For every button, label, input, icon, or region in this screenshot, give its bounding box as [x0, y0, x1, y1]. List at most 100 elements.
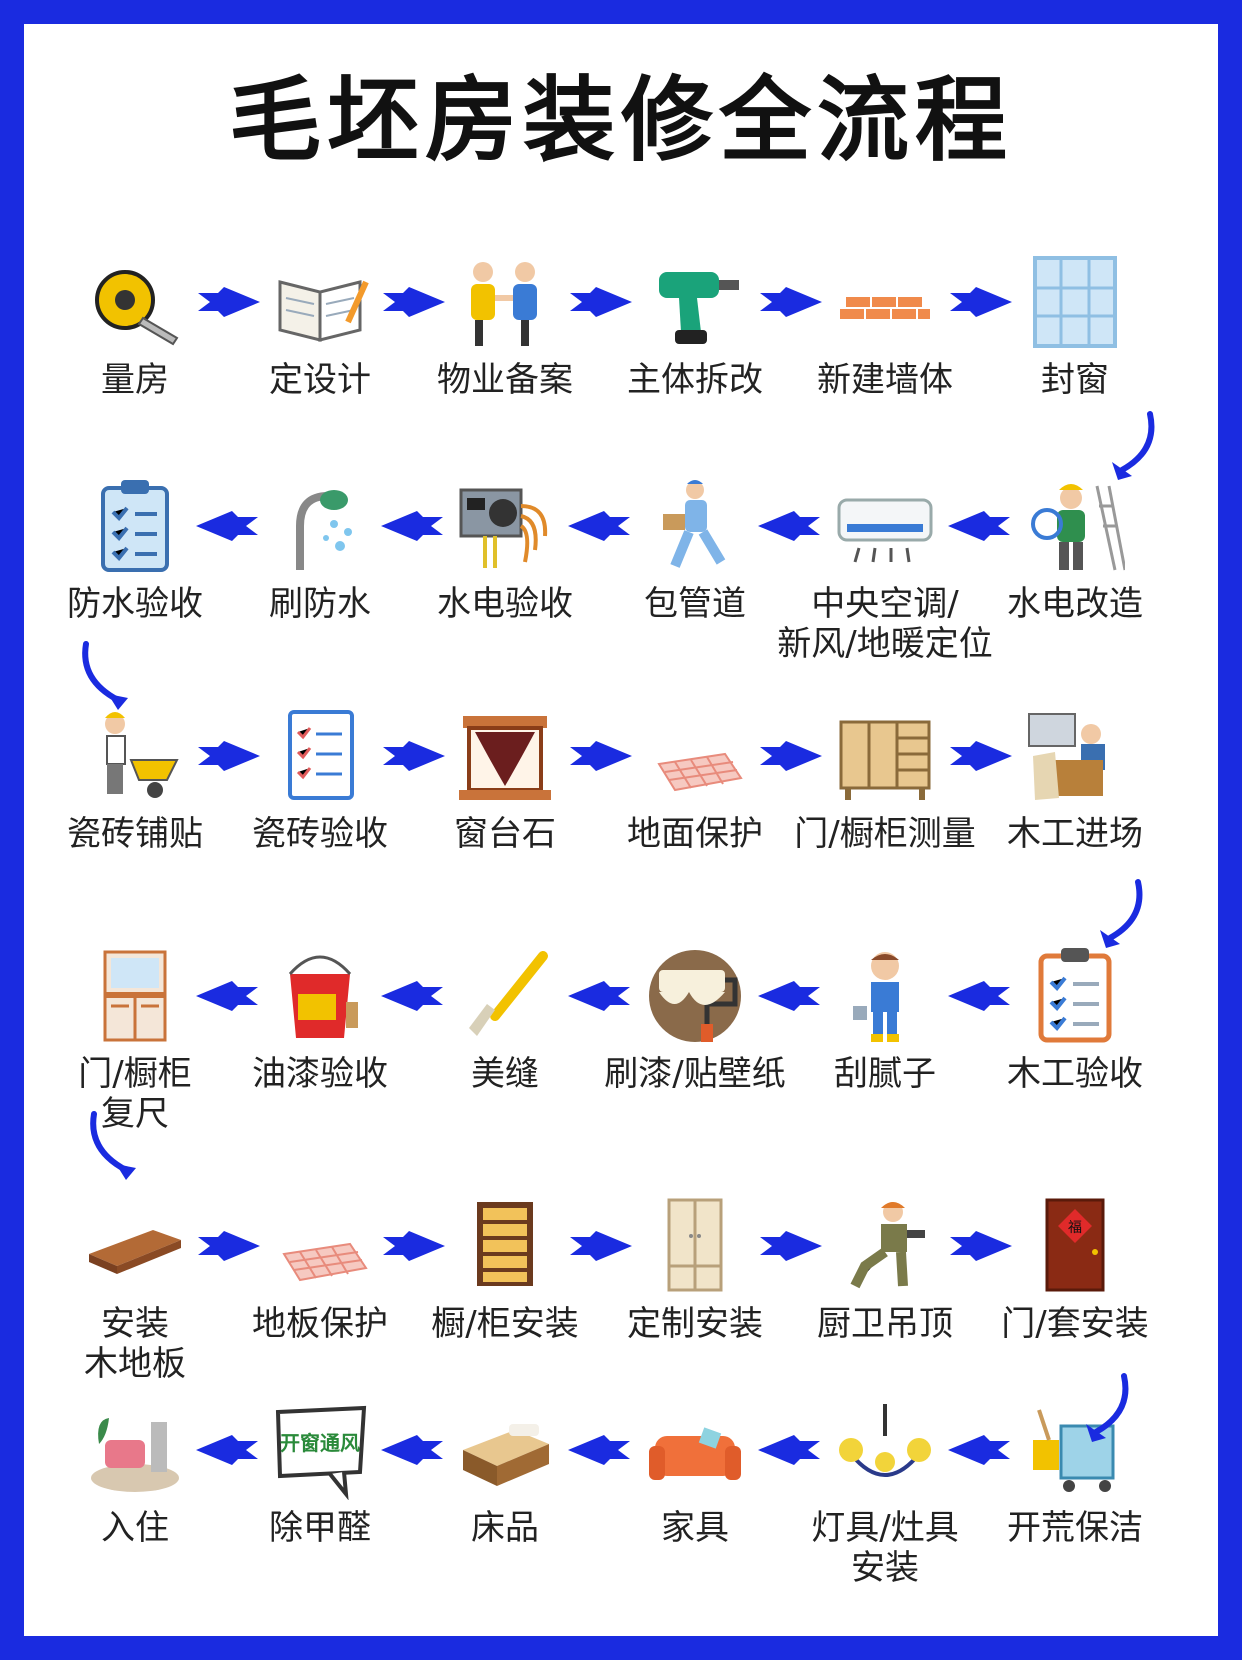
curved-arrow-down-icon — [1086, 878, 1156, 948]
floor-mat-icon — [645, 706, 745, 806]
wardrobe-icon — [645, 1196, 745, 1296]
arrow-left-icon — [380, 981, 445, 1011]
step-label: 水电验收 — [437, 584, 573, 624]
door-icon: 福 — [1025, 1196, 1125, 1296]
step-label: 门/橱柜测量 — [794, 814, 976, 854]
arrow-right-icon — [948, 741, 1012, 771]
arrow-right-icon — [758, 1231, 822, 1261]
arrow-left-icon — [568, 981, 632, 1011]
curved-arrow-down-icon — [1098, 410, 1168, 480]
step-label: 灯具/灶具安装 — [811, 1508, 959, 1588]
brick-wall-icon — [835, 252, 935, 352]
design-book-icon — [270, 252, 370, 352]
step-label: 除甲醛 — [269, 1508, 371, 1548]
curved-arrow-down-icon — [72, 640, 142, 710]
window-icon — [1025, 252, 1125, 352]
arrow-left-icon — [568, 1435, 632, 1465]
step-label: 橱/柜安装 — [431, 1304, 579, 1344]
arrow-left-icon — [380, 1435, 445, 1465]
sofa-icon — [645, 1400, 745, 1500]
arrow-left-icon — [195, 511, 260, 541]
drill-icon — [645, 252, 745, 352]
step-label: 封窗 — [1041, 360, 1109, 400]
step-label: 门/橱柜复尺 — [78, 1054, 192, 1134]
arrow-right-icon — [196, 287, 260, 317]
step-label: 门/套安装 — [1001, 1304, 1149, 1344]
worker-running-icon — [645, 476, 745, 576]
drawer-cabinet-icon — [455, 1196, 555, 1296]
ventilation-sign-icon: 开窗通风 — [270, 1400, 370, 1500]
power-supply-icon — [455, 476, 555, 576]
arrow-left-icon — [568, 511, 632, 541]
checklist-icon — [270, 706, 370, 806]
arrow-right-icon — [948, 1231, 1012, 1261]
paint-bucket-icon — [270, 946, 370, 1046]
living-room-icon — [85, 1400, 185, 1500]
step-label: 新建墙体 — [817, 360, 953, 400]
carpenter-icon — [1025, 706, 1125, 806]
step-label: 安装木地板 — [84, 1304, 186, 1384]
wood-plank-icon — [85, 1196, 185, 1296]
step-label: 刷防水 — [269, 584, 371, 624]
arrow-left-icon — [948, 511, 1012, 541]
step-label: 中央空调/新风/地暖定位 — [777, 584, 993, 664]
curved-arrow-down-icon — [80, 1110, 150, 1180]
step-label: 瓷砖验收 — [252, 814, 388, 854]
cupboard-icon — [85, 946, 185, 1046]
arrow-right-icon — [568, 741, 632, 771]
step-label: 定制安装 — [627, 1304, 763, 1344]
floor-mat-icon — [270, 1196, 370, 1296]
arrow-right-icon — [196, 1231, 260, 1261]
step-label: 开荒保洁 — [1007, 1508, 1143, 1548]
curved-arrow-down-icon — [1072, 1372, 1142, 1442]
paint-roller-icon — [645, 946, 745, 1046]
step-label: 木工验收 — [1007, 1054, 1143, 1094]
arrow-right-icon — [948, 287, 1012, 317]
arrow-left-icon — [948, 981, 1012, 1011]
step-label: 量房 — [101, 360, 169, 400]
air-conditioner-icon — [835, 476, 935, 576]
arrow-right-icon — [381, 741, 445, 771]
step-label: 物业备案 — [437, 360, 573, 400]
grout-brush-icon — [455, 946, 555, 1046]
step-label: 木工进场 — [1007, 814, 1143, 854]
arrow-right-icon — [568, 1231, 632, 1261]
step-label: 厨卫吊顶 — [817, 1304, 953, 1344]
arrow-right-icon — [381, 287, 445, 317]
step-label: 窗台石 — [454, 814, 556, 854]
step-label: 刷漆/贴壁纸 — [604, 1054, 786, 1094]
step-label: 水电改造 — [1007, 584, 1143, 624]
arrow-right-icon — [381, 1231, 445, 1261]
cleaning-cart-icon — [1025, 1400, 1125, 1500]
sign-text: 开窗通风 — [280, 1431, 360, 1455]
arrow-left-icon — [758, 981, 822, 1011]
kneeling-worker-icon — [835, 1196, 935, 1296]
electrician-icon — [1025, 476, 1125, 576]
step-label: 主体拆改 — [627, 360, 763, 400]
wheelbarrow-worker-icon — [85, 706, 185, 806]
step-label: 入住 — [101, 1508, 169, 1548]
tape-measure-icon — [85, 252, 185, 352]
step-label: 美缝 — [471, 1054, 539, 1094]
chandelier-icon — [835, 1400, 935, 1500]
arrow-left-icon — [948, 1435, 1012, 1465]
step-label: 家具 — [661, 1508, 729, 1548]
arrow-right-icon — [196, 741, 260, 771]
step-label: 油漆验收 — [252, 1054, 388, 1094]
step-label: 定设计 — [269, 360, 371, 400]
cabinet-icon — [835, 706, 935, 806]
arrow-left-icon — [380, 511, 445, 541]
step-label: 包管道 — [644, 584, 746, 624]
arrow-right-icon — [758, 741, 822, 771]
arrow-right-icon — [758, 287, 822, 317]
page-title: 毛坯房装修全流程 — [228, 67, 1013, 174]
arrow-left-icon — [195, 1435, 260, 1465]
handshake-icon — [455, 252, 555, 352]
step-label: 床品 — [471, 1508, 539, 1548]
bed-icon — [455, 1400, 555, 1500]
step-label: 地面保护 — [627, 814, 763, 854]
door-fu-text: 福 — [1068, 1220, 1082, 1236]
window-sill-icon — [455, 706, 555, 806]
step-label: 瓷砖铺贴 — [67, 814, 203, 854]
arrow-left-icon — [758, 1435, 822, 1465]
